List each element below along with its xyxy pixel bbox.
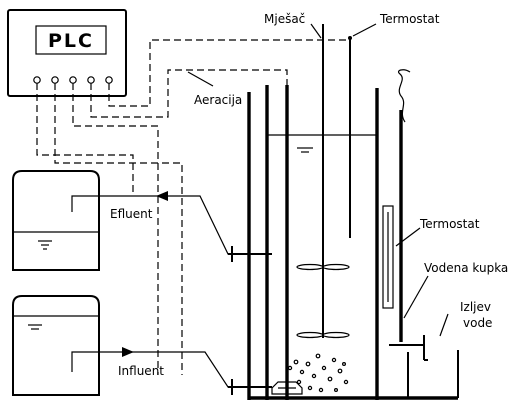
influent-tank <box>12 295 100 396</box>
aeration-bubbles <box>287 353 349 393</box>
thermostat-side <box>382 205 394 309</box>
effluent-pipe <box>71 191 242 255</box>
effluent-tank <box>12 170 100 271</box>
reactor-vessel <box>247 85 379 400</box>
effluent-label: Efluent <box>110 207 153 221</box>
label-leader-lines <box>187 23 449 337</box>
thermostat-side-label: Termostat <box>419 217 480 231</box>
plc-terminals <box>33 76 113 84</box>
effluent-valve <box>228 246 272 262</box>
aeration-label: Aeracija <box>194 93 242 107</box>
thermostat-top-label: Termostat <box>379 12 440 26</box>
water-outlet-label-line2: vode <box>463 316 492 330</box>
effluent-flow-arrow <box>156 191 168 201</box>
water-outlet-label-line1: Izljev <box>460 300 491 314</box>
plc-controller: PLC <box>7 9 127 97</box>
influent-flow-arrow <box>122 347 134 357</box>
thermostat-probe-top <box>348 36 352 238</box>
mixer <box>296 24 350 339</box>
mixer-label: Mješač <box>264 12 305 26</box>
plc-label: PLC <box>48 30 94 52</box>
influent-valve <box>228 379 272 395</box>
water-outlet-valve <box>389 335 428 398</box>
plc-control-wires <box>36 39 350 375</box>
water-bath-label: Vodena kupka <box>424 261 508 275</box>
aeration-diffuser <box>271 376 303 395</box>
influent-label: Influent <box>118 364 164 378</box>
water-bath <box>377 69 459 400</box>
